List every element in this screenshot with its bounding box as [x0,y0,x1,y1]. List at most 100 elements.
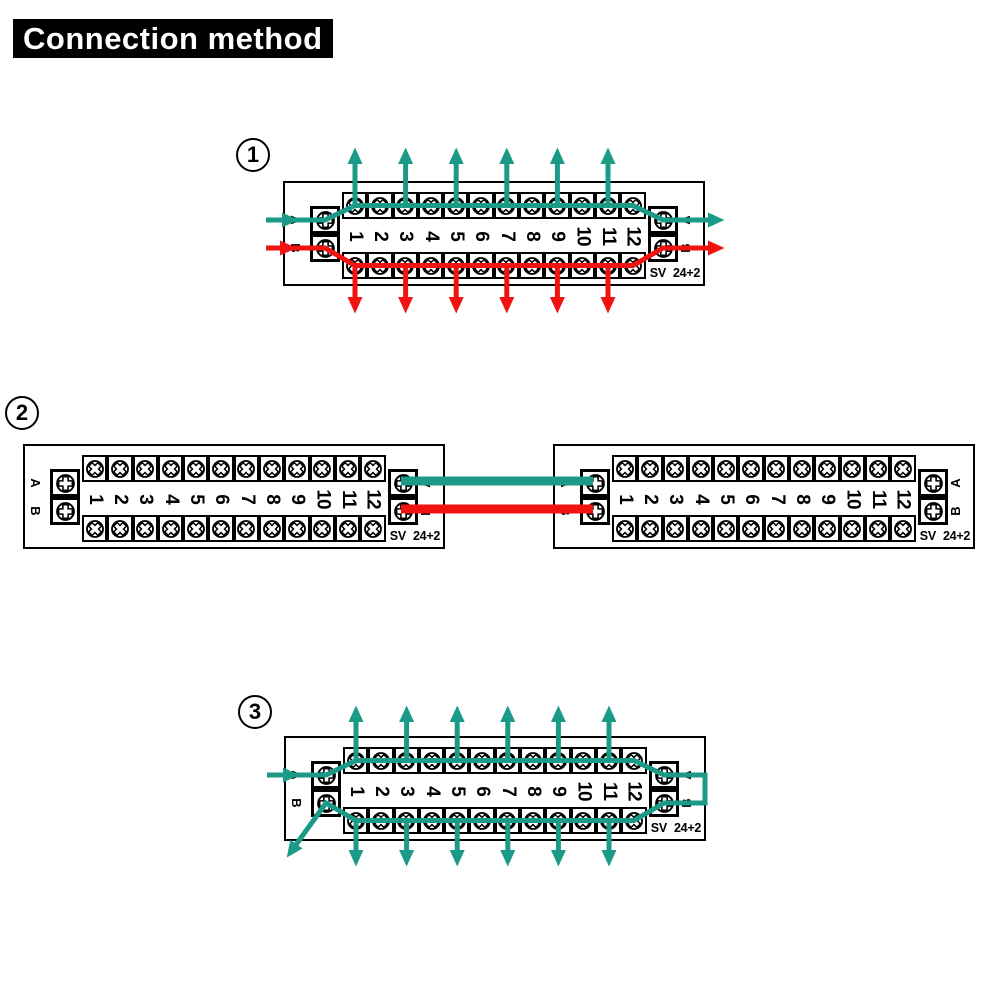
screw-terminal-bottom [107,515,133,542]
terminal-column-2: 2 [637,455,663,542]
aux-terminal-label-b: B [288,243,304,253]
screw-terminal-bottom [662,515,688,542]
terminal-number: 3 [395,230,417,241]
screw-icon [574,811,593,830]
screw-icon [212,519,231,538]
screw-terminal-top [343,747,369,774]
aux-screw-terminal-b-left [580,497,610,525]
screw-terminal-bottom [687,515,714,542]
screw-icon [447,751,466,770]
screw-terminal-top [183,455,209,482]
terminal-column-11: 11 [334,455,361,542]
screw-icon [186,519,205,538]
screw-terminal-bottom [595,807,622,834]
screw-icon [446,256,465,275]
terminal-number: 1 [344,230,366,241]
terminal-column-4: 4 [157,455,184,542]
terminal-number: 8 [522,785,544,796]
terminal-number: 11 [867,489,889,508]
screw-terminal-bottom [520,807,546,834]
screw-terminal-top [468,192,494,219]
terminal-column-10: 10 [839,455,865,542]
screw-icon [598,196,617,215]
screw-icon [548,196,566,215]
terminal-number: 5 [185,493,207,504]
screw-icon [262,519,281,538]
screw-terminal-top [342,192,368,219]
aux-terminal-label-a: A [947,478,963,488]
screw-terminal-bottom [621,807,647,834]
screw-icon [624,811,643,830]
screw-icon [396,256,415,275]
screw-icon [549,811,567,830]
screw-terminal-top [259,455,285,482]
screw-icon [716,519,735,538]
section-2-number: 2 [5,396,39,430]
terminal-number: 10 [312,488,334,509]
screw-terminal-bottom [864,515,891,542]
terminal-column-3: 3 [392,192,418,279]
screw-icon [767,519,786,538]
screw-terminal-bottom [417,252,444,279]
terminal-number: 12 [362,488,384,509]
screw-terminal-bottom [493,252,520,279]
terminal-column-11: 11 [594,192,621,279]
screw-icon [396,196,415,215]
screw-terminal-bottom [814,515,840,542]
terminal-number: 1 [345,785,367,796]
screw-terminal-top [392,192,418,219]
screw-terminal-bottom [132,515,158,542]
screw-terminal-top [519,192,545,219]
screw-icon [615,519,634,538]
terminal-column-6: 6 [468,192,494,279]
screw-icon [473,811,492,830]
screw-terminal-bottom [343,807,369,834]
screw-icon [868,519,887,538]
terminal-column-11: 11 [595,747,622,834]
screw-terminal-top [494,747,521,774]
terminal-column-1: 1 [612,455,638,542]
screw-terminal-top [621,747,647,774]
screw-icon [893,459,912,478]
screw-terminal-bottom [233,515,260,542]
screw-terminal-top [595,747,622,774]
screw-terminal-bottom [544,252,570,279]
screw-terminal-top [839,455,865,482]
screw-icon [585,501,605,521]
terminal-number: 11 [337,489,359,508]
screw-icon [85,459,104,478]
screw-terminal-bottom [839,515,865,542]
aux-screw-terminal-a-left [50,469,80,497]
screw-terminal-bottom [569,252,595,279]
screw-icon [161,459,180,478]
screw-terminal-bottom [334,515,361,542]
aux-screw-terminal-a-left [311,761,341,789]
terminal-column-7: 7 [233,455,260,542]
screw-terminal-bottom [890,515,916,542]
screw-icon [598,256,617,275]
terminal-number: 9 [548,785,570,796]
screw-icon [212,459,231,478]
screw-icon [923,501,943,521]
screw-icon [497,196,516,215]
terminal-column-8: 8 [520,747,546,834]
screw-icon [422,811,441,830]
screw-terminal-bottom [789,515,815,542]
terminal-number: 4 [420,230,442,241]
terminal-number: 4 [690,493,712,504]
model-label: SV 24+2 [389,529,441,543]
aux-terminal-label-b: B [558,506,574,516]
aux-screw-terminal-b-left [311,789,341,817]
terminal-number: 2 [369,230,391,241]
terminal-column-5: 5 [444,747,470,834]
screw-icon [363,459,382,478]
screw-icon [742,519,761,538]
screw-terminal-bottom [612,515,638,542]
terminal-column-3: 3 [393,747,419,834]
screw-terminal-top [620,192,646,219]
screw-icon [186,459,205,478]
screw-icon [161,519,180,538]
screw-terminal-bottom [468,252,494,279]
